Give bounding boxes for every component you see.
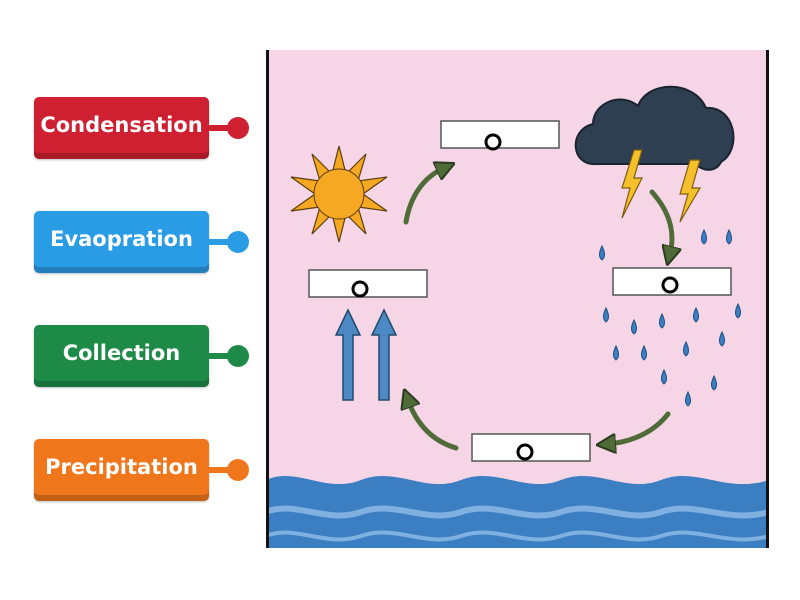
label-text: Collection [62,341,181,365]
label-anchor-dot[interactable] [227,345,249,367]
label-tile-evaporation[interactable]: Evaopration [34,211,209,273]
drop-target-marker[interactable] [516,443,534,461]
label-tile-condensation[interactable]: Condensation [34,97,209,159]
label-anchor-dot[interactable] [227,459,249,481]
drop-target-marker[interactable] [351,280,369,298]
label-text: Precipitation [45,455,198,479]
water-cycle-diagram [266,50,769,548]
sun-icon [290,145,388,243]
drop-target-marker[interactable] [661,276,679,294]
label-connector [209,125,235,131]
label-connector [209,467,235,473]
ocean-waves-icon [266,475,769,548]
storm-cloud-icon [574,85,735,171]
drop-target-left[interactable] [308,269,428,298]
label-text: Condensation [40,113,203,137]
curved-arrow-icon [406,168,672,448]
label-text: Evaopration [50,227,193,251]
drop-target-marker[interactable] [484,133,502,151]
up-arrow-icon [334,308,398,401]
label-connector [209,239,235,245]
raindrop-icon [599,228,741,407]
label-tile-collection[interactable]: Collection [34,325,209,387]
label-connector [209,353,235,359]
label-tile-precipitation[interactable]: Precipitation [34,439,209,501]
lightning-icon [621,149,702,223]
label-anchor-dot[interactable] [227,231,249,253]
label-anchor-dot[interactable] [227,117,249,139]
